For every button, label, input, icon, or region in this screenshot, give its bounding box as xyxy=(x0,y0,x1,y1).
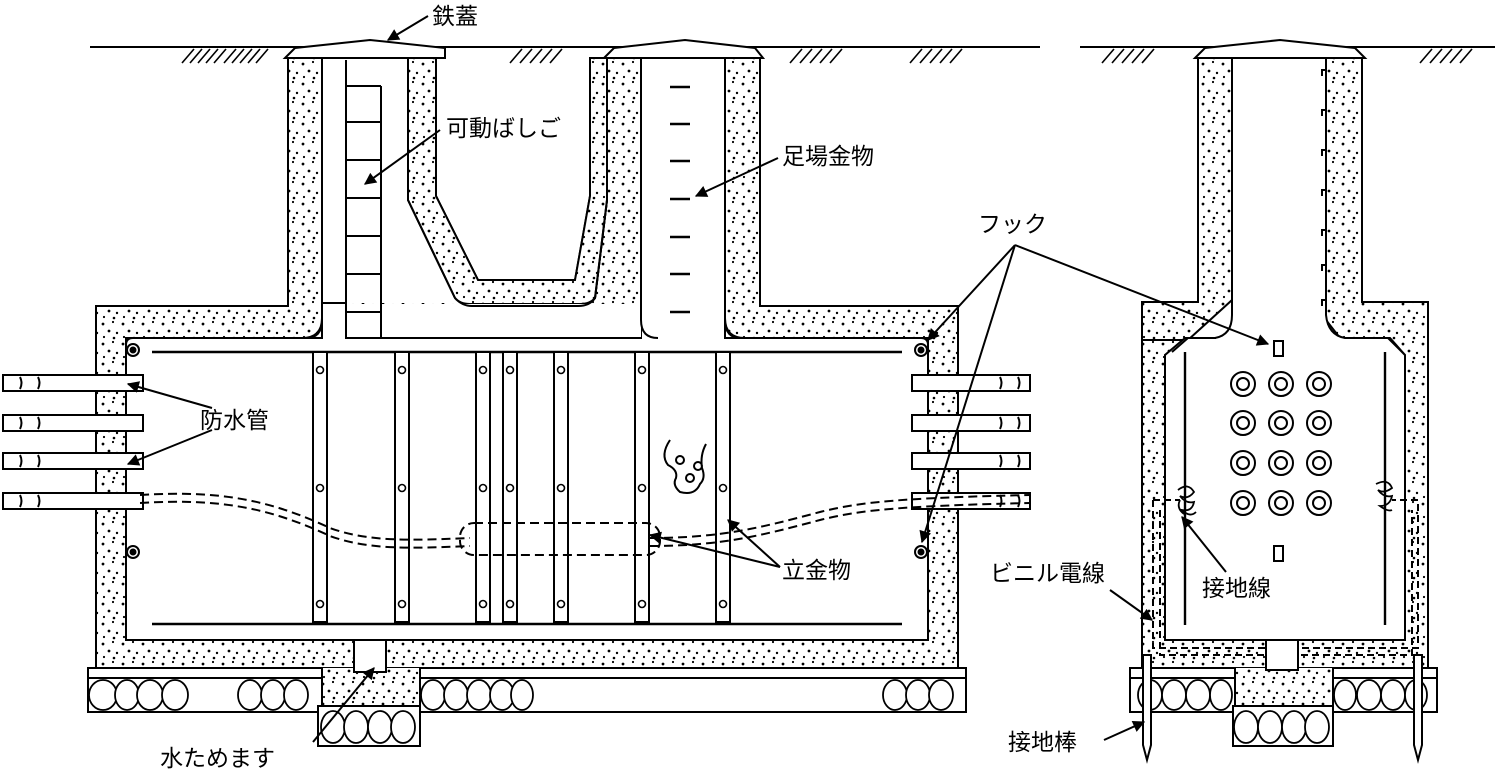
right-scaffold-steps xyxy=(1321,69,1326,306)
right-iron-lid xyxy=(1192,38,1368,59)
left-hooks xyxy=(126,343,928,559)
conduit-array xyxy=(1230,371,1332,516)
right-sump xyxy=(1265,639,1299,671)
waterproof-pipes-left xyxy=(2,374,144,510)
ground-wire-coil-left xyxy=(1177,485,1197,516)
label-scaffold-fitting: 足場金物 xyxy=(782,144,874,170)
waterproof-pipes-right xyxy=(911,374,1031,510)
gravel-left xyxy=(88,679,954,744)
label-iron-lid: 鉄蓋 xyxy=(432,4,478,30)
leader-lines xyxy=(126,15,1270,743)
dashed-cable xyxy=(139,492,1031,556)
movable-ladder xyxy=(345,85,382,338)
left-shaft-interior-a xyxy=(323,58,464,303)
label-vertical-fitting: 立金物 xyxy=(782,558,851,584)
coiled-wire xyxy=(663,439,707,494)
right-vertical-rails xyxy=(1183,352,1387,625)
left-chamber-interior xyxy=(125,302,929,641)
right-hook-top xyxy=(1273,340,1284,357)
ground-hatching xyxy=(181,48,1473,64)
fitting-bolts xyxy=(315,365,728,609)
right-hook-bottom xyxy=(1273,545,1284,562)
ground-wire-coil-right xyxy=(1375,480,1394,512)
left-base-slab xyxy=(87,667,967,679)
right-inner-line xyxy=(1171,58,1363,353)
right-sump-concrete xyxy=(1234,668,1334,707)
left-iron-lid-2 xyxy=(601,38,766,59)
left-sump xyxy=(353,639,387,673)
scaffold-steps xyxy=(670,85,690,314)
label-ground-rod: 接地棒 xyxy=(1008,730,1077,756)
chamber-rails xyxy=(152,350,902,626)
label-hook: フック xyxy=(978,212,1047,238)
right-chamber-interior xyxy=(1164,57,1406,641)
label-waterproof-pipe: 防水管 xyxy=(200,408,269,434)
label-sump: 水ためます xyxy=(160,746,275,772)
label-vinyl-wire: ビニル電線 xyxy=(990,561,1105,587)
label-movable-ladder: 可動ばしご xyxy=(446,116,561,142)
left-shaft-interior-b xyxy=(642,58,724,337)
left-iron-lid-1 xyxy=(282,38,446,59)
label-ground-wire: 接地線 xyxy=(1202,576,1271,602)
left-sump-concrete xyxy=(321,668,421,707)
